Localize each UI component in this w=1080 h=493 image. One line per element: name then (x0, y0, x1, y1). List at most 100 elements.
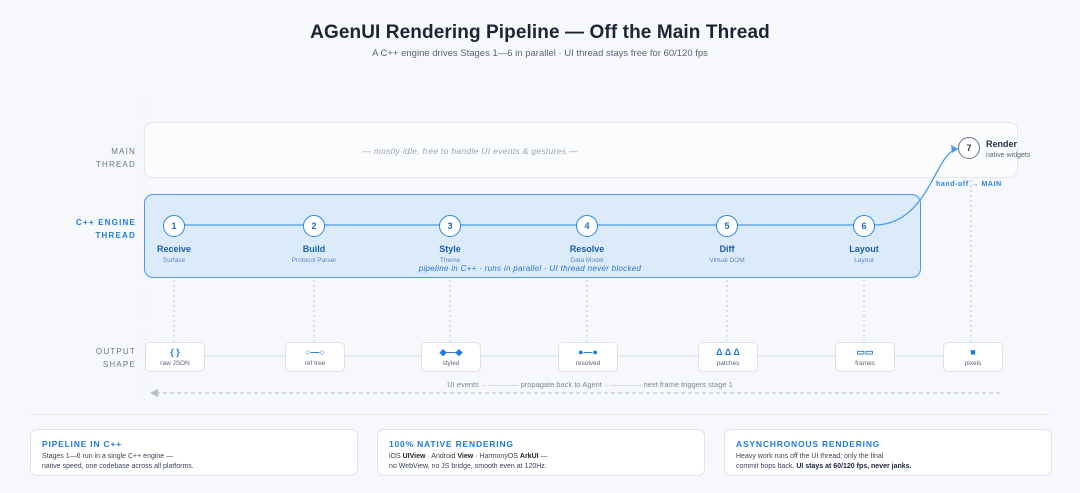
card-body: Heavy work runs off the UI thread; only … (736, 452, 1036, 472)
output-label: frames (855, 360, 875, 367)
stage-layout: 6 Layout Layout (809, 215, 919, 264)
feedback-middle: propagate back to Agent (520, 380, 602, 389)
stage-number: 1 (163, 215, 185, 237)
stage-number: 6 (853, 215, 875, 237)
feedback-arrow-icon: ←———— (603, 380, 644, 389)
output-label: ref tree (304, 360, 326, 367)
output-patches: Δ Δ Δ patches (698, 342, 758, 372)
stage-number: 2 (303, 215, 325, 237)
stage-resolve: 4 Resolve Data Model (532, 215, 642, 264)
text: iOS (389, 453, 403, 460)
stage-sub: Data Model (570, 257, 604, 264)
feedback-arrow-icon: ←———— (480, 380, 521, 389)
row-label-main-line2: THREAD (95, 160, 136, 169)
frames-icon: ▭▭ (856, 347, 874, 357)
card-async-rendering: ASYNCHRONOUS RENDERING Heavy work runs o… (724, 429, 1052, 476)
text: · Android (425, 453, 458, 460)
cpp-engine-band (144, 194, 921, 278)
card-title: ASYNCHRONOUS RENDERING (736, 439, 881, 449)
row-label-output-line2: SHAPE (102, 360, 136, 369)
stage-sub: Protocol Parser (291, 257, 337, 264)
output-label: styled (442, 360, 460, 367)
card-line: Heavy work runs off the UI thread; only … (736, 453, 884, 460)
feedback-left: UI events (447, 380, 479, 389)
handoff-label: hand-off → MAIN (936, 181, 1002, 188)
stage-output-connectors (173, 160, 972, 341)
handoff-curve (873, 148, 959, 226)
stage-number: 4 (576, 215, 598, 237)
braces-icon: { } (170, 347, 180, 357)
card-native-rendering: 100% NATIVE RENDERING iOS UIView · Andro… (377, 429, 705, 476)
output-label: raw JSON (160, 360, 190, 367)
handoff-arrowhead (951, 145, 958, 153)
feedback-arrowhead (150, 389, 158, 397)
feedback-text: UI events ←———— propagate back to Agent … (400, 380, 780, 389)
stage-sub: Surface (162, 257, 186, 264)
output-styled: ◆—◆ styled (421, 342, 481, 372)
row-label-main-thread: MAIN THREAD (24, 145, 136, 171)
card-body: iOS UIView · Android View · HarmonyOS Ar… (389, 452, 689, 472)
stage-name: Receive (156, 244, 192, 254)
stage-name: Diff (719, 244, 735, 254)
page-title: AGenUI Rendering Pipeline — Off the Main… (310, 22, 770, 43)
stage-receive: 1 Receive Surface (119, 215, 229, 264)
output-resolved: ●—● resolved (558, 342, 618, 372)
stage-number: 3 (439, 215, 461, 237)
dot-link-icon: ●—● (578, 347, 598, 357)
row-label-cpp-line2: THREAD (95, 231, 136, 240)
output-raw-json: { } raw JSON (145, 342, 205, 372)
output-label: resolved (575, 360, 601, 367)
delta-icon: Δ Δ Δ (716, 347, 740, 357)
stage-sub: Layout (854, 257, 874, 264)
stage-number: 5 (716, 215, 738, 237)
diamond-link-icon: ◆—◆ (439, 347, 463, 357)
stage-name: Layout (849, 244, 879, 254)
cpp-engine-note: pipeline in C++ · runs in parallel · UI … (418, 264, 642, 273)
stage-sub: Theme (439, 257, 461, 264)
card-title: PIPELINE IN C++ (42, 439, 123, 449)
page-subtitle: A C++ engine drives Stages 1—6 in parall… (372, 48, 708, 59)
text: View (457, 453, 474, 460)
card-title: 100% NATIVE RENDERING (389, 439, 514, 449)
card-line: native speed, one codebase across all pl… (42, 463, 194, 470)
stage-name: Style (439, 244, 461, 254)
section-divider (30, 414, 1050, 415)
tree-icon: ○—○ (305, 347, 325, 357)
main-thread-band (144, 122, 1018, 178)
text: commit hops back. (736, 463, 797, 470)
stage-render-sub: native widgets (986, 152, 1031, 159)
text: UI stays at 60/120 fps, never janks. (796, 463, 912, 470)
card-body: Stages 1—6 run in a single C++ engine — … (42, 452, 342, 472)
text: · HarmonyOS (473, 453, 520, 460)
row-label-cpp-line1: C++ ENGINE (75, 218, 136, 227)
stage-sub: Virtual DOM (709, 257, 745, 264)
stage-render: 7 (958, 137, 980, 159)
text: — (538, 453, 548, 460)
text: UIView (402, 453, 426, 460)
row-label-output-shape: OUTPUT SHAPE (24, 345, 136, 371)
card-line: no WebView, no JS bridge, smooth even at… (389, 463, 547, 470)
output-label: patches (716, 360, 740, 367)
stage-name: Resolve (569, 244, 605, 254)
card-line: iOS UIView · Android View · HarmonyOS Ar… (389, 452, 689, 462)
row-label-output-line1: OUTPUT (95, 347, 136, 356)
output-frames: ▭▭ frames (835, 342, 895, 372)
stage-number: 7 (958, 137, 980, 159)
stage-name: Build (302, 244, 326, 254)
row-label-cpp-thread: C++ ENGINE THREAD (24, 216, 136, 242)
card-line: commit hops back. UI stays at 60/120 fps… (736, 462, 1036, 472)
main-thread-note: — mostly idle, free to handle UI events … (362, 146, 578, 156)
output-pixels: ■ pixels (943, 342, 1003, 372)
stage-diff: 5 Diff Virtual DOM (672, 215, 782, 264)
feedback-right: next frame triggers stage 1 (643, 380, 733, 389)
card-line: Stages 1—6 run in a single C++ engine — (42, 453, 174, 460)
text: ArkUI (519, 453, 539, 460)
pixel-icon: ■ (970, 347, 976, 357)
output-ref-tree: ○—○ ref tree (285, 342, 345, 372)
stage-render-name: Render (986, 139, 1018, 149)
stage-style: 3 Style Theme (395, 215, 505, 264)
card-pipeline-cpp: PIPELINE IN C++ Stages 1—6 run in a sing… (30, 429, 358, 476)
output-label: pixels (964, 360, 982, 367)
stage-build: 2 Build Protocol Parser (259, 215, 369, 264)
